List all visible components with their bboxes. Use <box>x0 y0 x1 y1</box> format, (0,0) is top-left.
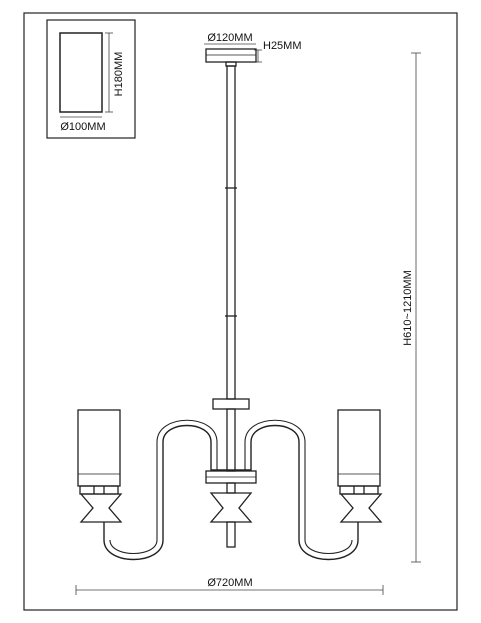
center-column <box>205 408 257 548</box>
shade-detail-inset: H180MM Ø100MM <box>46 19 136 139</box>
right-shade <box>337 409 381 487</box>
left-arm-inner <box>109 419 218 555</box>
right-arm-inner <box>244 419 353 555</box>
drawing-frame <box>23 12 458 611</box>
left-shade <box>77 409 121 487</box>
canopy <box>205 48 257 67</box>
canopy-height-label: H25MM <box>263 40 302 52</box>
inset-frame <box>46 19 136 139</box>
overall-width-dimension: Ø720MM <box>75 577 384 595</box>
shade-height-label: H180MM <box>113 52 125 97</box>
left-lamp <box>77 409 123 523</box>
inset-shade <box>59 32 103 113</box>
shade-diameter-label: Ø100MM <box>60 121 105 133</box>
overall-height-label: H610~1210MM <box>402 270 414 346</box>
right-lamp <box>337 409 383 523</box>
down-rod <box>225 65 237 400</box>
canopy-dimension: Ø120MM H25MM <box>204 32 302 63</box>
rod-collar <box>212 398 250 410</box>
overall-height-dimension: H610~1210MM <box>402 52 421 563</box>
canopy-diameter-label: Ø120MM <box>207 32 252 44</box>
left-arm <box>103 424 231 561</box>
overall-width-label: Ø720MM <box>207 577 252 589</box>
right-arm <box>231 424 359 561</box>
